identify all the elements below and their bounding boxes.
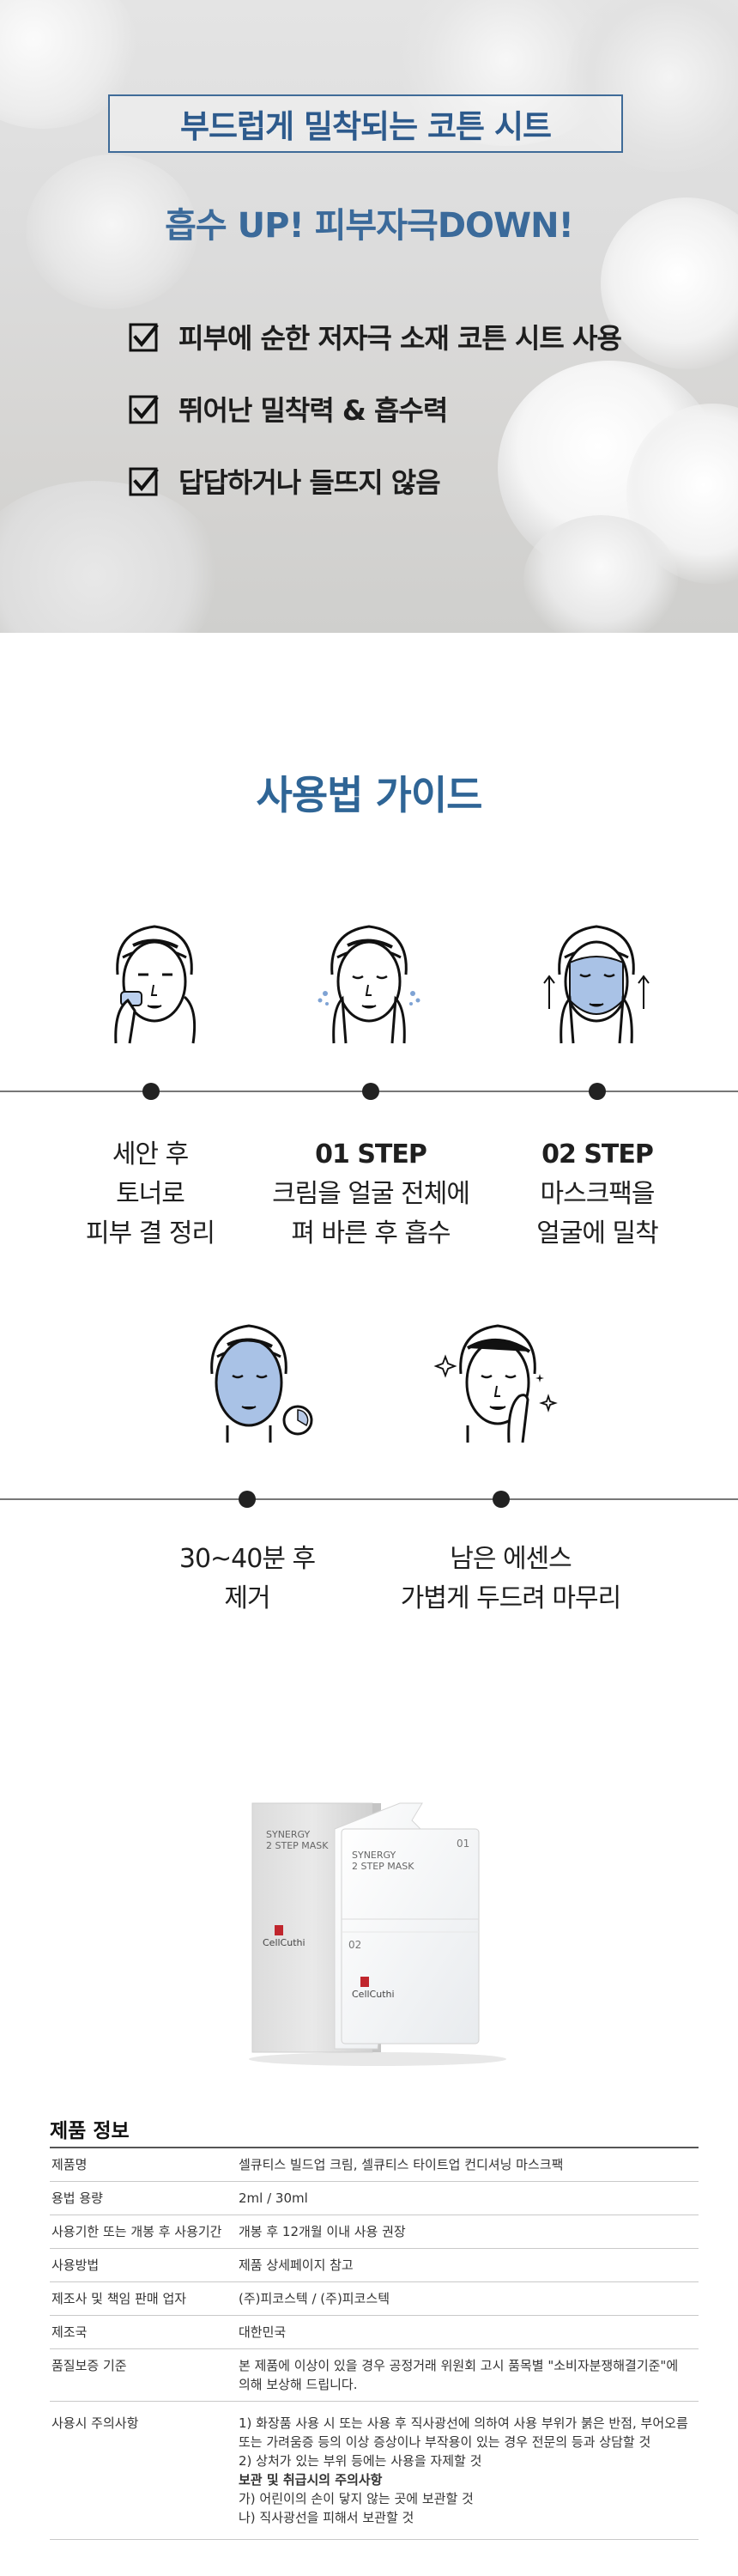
face-cream-icon	[318, 925, 420, 1044]
box-brand: CellCuthi	[263, 1937, 305, 1948]
box-label: SYNERGY 2 STEP MASK	[266, 1829, 329, 1851]
step-line: 얼굴에 밀착	[536, 1218, 659, 1249]
pouch-label: SYNERGY 2 STEP MASK	[352, 1850, 414, 1872]
row-value-line: 의해 보상해 드립니다.	[239, 2377, 358, 2392]
row-value-line: 2) 상처가 있는 부위 등에는 사용을 자제할 것	[239, 2453, 482, 2469]
row-key: 품질보증 기준	[50, 2348, 232, 2402]
table-row: 제조사 및 책임 판매 업자 (주)피코스텍 / (주)피코스텍	[50, 2281, 699, 2316]
step-line: 남은 에센스	[450, 1544, 572, 1574]
step-label: 02 STEP	[541, 1139, 654, 1170]
guide-title: 사용법 가이드	[256, 772, 483, 818]
timeline-dot	[142, 1083, 160, 1100]
row-value: 본 제품에 이상이 있을 경우 공정거래 위원회 고시 품목별 "소비자분쟁해결…	[232, 2348, 699, 2402]
step-line: 피부 결 정리	[85, 1218, 215, 1249]
box-label-line: SYNERGY	[266, 1829, 311, 1840]
pouch-label-line: SYNERGY	[352, 1850, 396, 1861]
table-row: 용법 용량 2ml / 30ml	[50, 2181, 699, 2215]
product-info-table: 제품명 셀큐티스 빌드업 크림, 셀큐티스 타이트업 컨디셔닝 마스크팩 용법 …	[50, 2147, 699, 2540]
feature-item: 답답하거나 들뜨지 않음	[129, 445, 621, 517]
step-line: 30~40분 후	[178, 1544, 316, 1574]
checkbox-icon	[129, 467, 159, 496]
row-key: 제조사 및 책임 판매 업자	[50, 2281, 232, 2316]
table-row: 사용방법 제품 상세페이지 참고	[50, 2248, 699, 2282]
row-value: (주)피코스텍 / (주)피코스텍	[232, 2281, 699, 2316]
step-line: 펴 바른 후 흡수	[291, 1218, 451, 1249]
table-row: 제조국 대한민국	[50, 2315, 699, 2349]
feature-label: 뛰어난 밀착력 & 흡수력	[178, 394, 448, 427]
row-value-line: 본 제품에 이상이 있을 경우 공정거래 위원회 고시 품목별 "소비자분쟁해결…	[239, 2358, 679, 2373]
timeline-dot	[589, 1083, 606, 1100]
timeline-dot	[493, 1491, 510, 1508]
row-value-line: 또는 가려움증 등의 이상 증상이나 부작용이 있는 경우 전문의 등과 상담할…	[239, 2434, 651, 2450]
step-line: 가볍게 두드려 마무리	[400, 1583, 621, 1613]
step-line: 마스크팩을	[540, 1179, 656, 1209]
step-line: 크림을 얼굴 전체에	[272, 1179, 470, 1209]
row-key: 사용방법	[50, 2248, 232, 2282]
step-label: 01 STEP	[315, 1139, 427, 1170]
step-description: 남은 에센스 가볍게 두드려 마무리	[373, 1540, 648, 1619]
timeline-dot	[362, 1083, 379, 1100]
face-mask-wait-icon	[210, 1324, 313, 1443]
pouch-step-02: 02	[348, 1939, 362, 1951]
hero-subtitle: 흡수 UP! 피부자극DOWN!	[165, 206, 574, 246]
hero-title-box: 부드럽게 밀착되는 코튼 시트	[108, 94, 623, 153]
table-row: 품질보증 기준 본 제품에 이상이 있을 경우 공정거래 위원회 고시 품목별 …	[50, 2348, 699, 2402]
timeline-line	[0, 1498, 738, 1500]
step-line: 세안 후	[112, 1139, 189, 1170]
pouch-brand: CellCuthi	[352, 1989, 395, 2000]
face-mask-apply-icon	[543, 925, 650, 1044]
feature-checklist: 피부에 순한 저자극 소재 코튼 시트 사용 뛰어난 밀착력 & 흡수력 답답하…	[129, 301, 622, 517]
table-row: 사용시 주의사항 1) 화장품 사용 시 또는 사용 후 직사광선에 의하여 사…	[50, 2401, 699, 2540]
box-label-line: 2 STEP MASK	[266, 1840, 329, 1851]
face-toner-icon	[114, 925, 197, 1044]
row-value-line: 나) 직사광선을 피해서 보관할 것	[239, 2510, 414, 2525]
row-value-heading: 보관 및 취급시의 주의사항	[239, 2472, 383, 2488]
row-value: 2ml / 30ml	[232, 2181, 699, 2215]
pouch-label-line: 2 STEP MASK	[352, 1861, 414, 1872]
feature-label: 피부에 순한 저자극 소재 코튼 시트 사용	[178, 322, 622, 355]
step-line: 토너로	[116, 1179, 185, 1209]
hero-section: 부드럽게 밀착되는 코튼 시트 흡수 UP! 피부자극DOWN! 피부에 순한 …	[0, 0, 738, 633]
face-finish-icon	[433, 1324, 558, 1443]
row-key: 사용기한 또는 개봉 후 사용기간	[50, 2215, 232, 2249]
row-value: 1) 화장품 사용 시 또는 사용 후 직사광선에 의하여 사용 부위가 붉은 …	[232, 2401, 699, 2540]
step-line: 제거	[224, 1583, 270, 1613]
row-key: 사용시 주의사항	[50, 2401, 232, 2540]
product-illustration	[249, 1802, 506, 2066]
feature-item: 뛰어난 밀착력 & 흡수력	[129, 373, 621, 445]
table-row: 제품명 셀큐티스 빌드업 크림, 셀큐티스 타이트업 컨디셔닝 마스크팩	[50, 2148, 699, 2182]
checkbox-icon	[129, 323, 159, 352]
step-description: 01 STEP 크림을 얼굴 전체에 펴 바른 후 흡수	[242, 1135, 499, 1254]
step-description: 세안 후 토너로 피부 결 정리	[21, 1135, 279, 1254]
row-key: 제품명	[50, 2148, 232, 2182]
row-value: 대한민국	[232, 2315, 699, 2349]
product-image: SYNERGY 2 STEP MASK CellCuthi SYNERGY 2 …	[240, 1786, 515, 2069]
checkbox-icon	[129, 395, 159, 424]
row-value: 셀큐티스 빌드업 크림, 셀큐티스 타이트업 컨디셔닝 마스크팩	[232, 2148, 699, 2182]
feature-label: 답답하거나 들뜨지 않음	[178, 466, 441, 499]
product-info-title: 제품 정보	[50, 2120, 130, 2142]
hero-title: 부드럽게 밀착되는 코튼 시트	[179, 108, 552, 145]
table-row: 사용기한 또는 개봉 후 사용기간 개봉 후 12개월 이내 사용 권장	[50, 2215, 699, 2249]
feature-item: 피부에 순한 저자극 소재 코튼 시트 사용	[129, 301, 622, 373]
row-value-line: 1) 화장품 사용 시 또는 사용 후 직사광선에 의하여 사용 부위가 붉은 …	[239, 2415, 688, 2431]
timeline-dot	[239, 1491, 256, 1508]
row-key: 제조국	[50, 2315, 232, 2349]
row-key: 용법 용량	[50, 2181, 232, 2215]
step-description: 30~40분 후 제거	[118, 1540, 376, 1619]
row-value: 제품 상세페이지 참고	[232, 2248, 699, 2282]
row-value: 개봉 후 12개월 이내 사용 권장	[232, 2215, 699, 2249]
pouch-step-01: 01	[457, 1838, 470, 1850]
step-description: 02 STEP 마스크팩을 얼굴에 밀착	[469, 1135, 726, 1254]
row-value-line: 가) 어린이의 손이 닿지 않는 곳에 보관할 것	[239, 2491, 474, 2506]
